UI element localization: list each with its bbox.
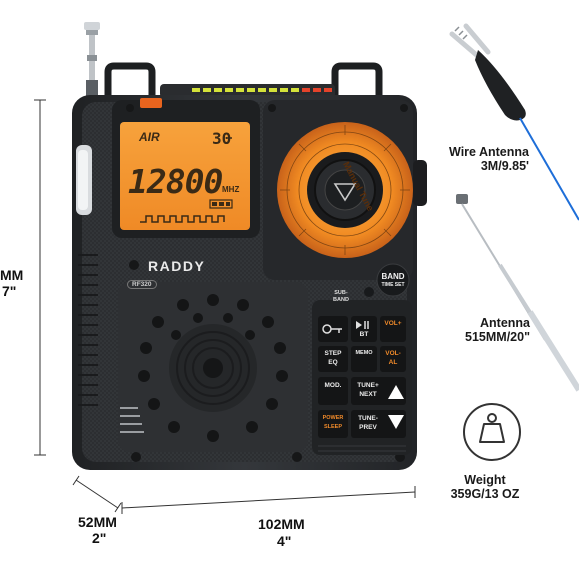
tune-minus-prev-button[interactable]: TUNE- PREV	[358, 415, 378, 431]
antenna-spec: Antenna 515MM/20"	[440, 316, 530, 345]
lcd-unit: MHZ	[222, 185, 240, 194]
lcd-frequency: 12800	[128, 162, 223, 201]
time-set-label: TIME SET	[381, 282, 405, 288]
wire-antenna-spec: Wire Antenna 3M/9.85'	[430, 145, 529, 174]
antenna-title: Antenna	[480, 316, 530, 330]
wire-antenna-title: Wire Antenna	[449, 145, 529, 159]
vol-minus-button[interactable]: VOL- AL	[385, 350, 401, 366]
band-button-label[interactable]: BAND TIME SET	[377, 272, 409, 290]
antenna-size: 515MM/20"	[465, 330, 530, 345]
memo-button[interactable]: MEMO	[355, 350, 373, 356]
brand-logo: RADDY	[148, 258, 206, 274]
depth-dimension-mm: 52MM	[78, 514, 117, 530]
speaker-holes	[138, 294, 288, 442]
wire-antenna-size: 3M/9.85'	[480, 159, 529, 174]
telescopic-antenna-icon	[456, 194, 579, 392]
wire-antenna-clip-icon	[449, 23, 579, 221]
width-dimension-in: 4"	[277, 533, 292, 549]
weight-icon	[463, 403, 521, 461]
vol-plus-button[interactable]: VOL+	[384, 320, 402, 327]
mod-button[interactable]: MOD.	[324, 382, 342, 389]
power-sleep-button[interactable]: POWER SLEEP	[322, 415, 344, 430]
width-dimension-mm: 102MM	[258, 516, 305, 532]
bt-button[interactable]: BT	[359, 331, 369, 338]
weight-title: Weight	[464, 473, 506, 487]
lcd-memory: 30	[212, 129, 232, 148]
antenna-stub	[84, 22, 100, 98]
height-dimension-in: 7"	[2, 283, 17, 299]
button-grid-shapes	[318, 316, 406, 452]
height-dimension-mm: MM	[0, 267, 24, 283]
dial-scale	[280, 125, 410, 255]
tune-plus-next-button[interactable]: TUNE+ NEXT	[357, 382, 379, 398]
model-badge: RF320	[127, 280, 157, 289]
weight-value: 359G/13 OZ	[450, 487, 520, 502]
band-label: BAND	[381, 272, 405, 281]
weight-spec: Weight 359G/13 OZ	[440, 473, 530, 502]
signal-led-bar	[192, 88, 332, 92]
lcd-band: AIR	[139, 130, 160, 144]
depth-dimension-in: 2"	[92, 530, 107, 546]
sub-band-label: SUB- BAND	[333, 290, 349, 303]
step-button[interactable]: STEP EQ	[324, 350, 342, 366]
